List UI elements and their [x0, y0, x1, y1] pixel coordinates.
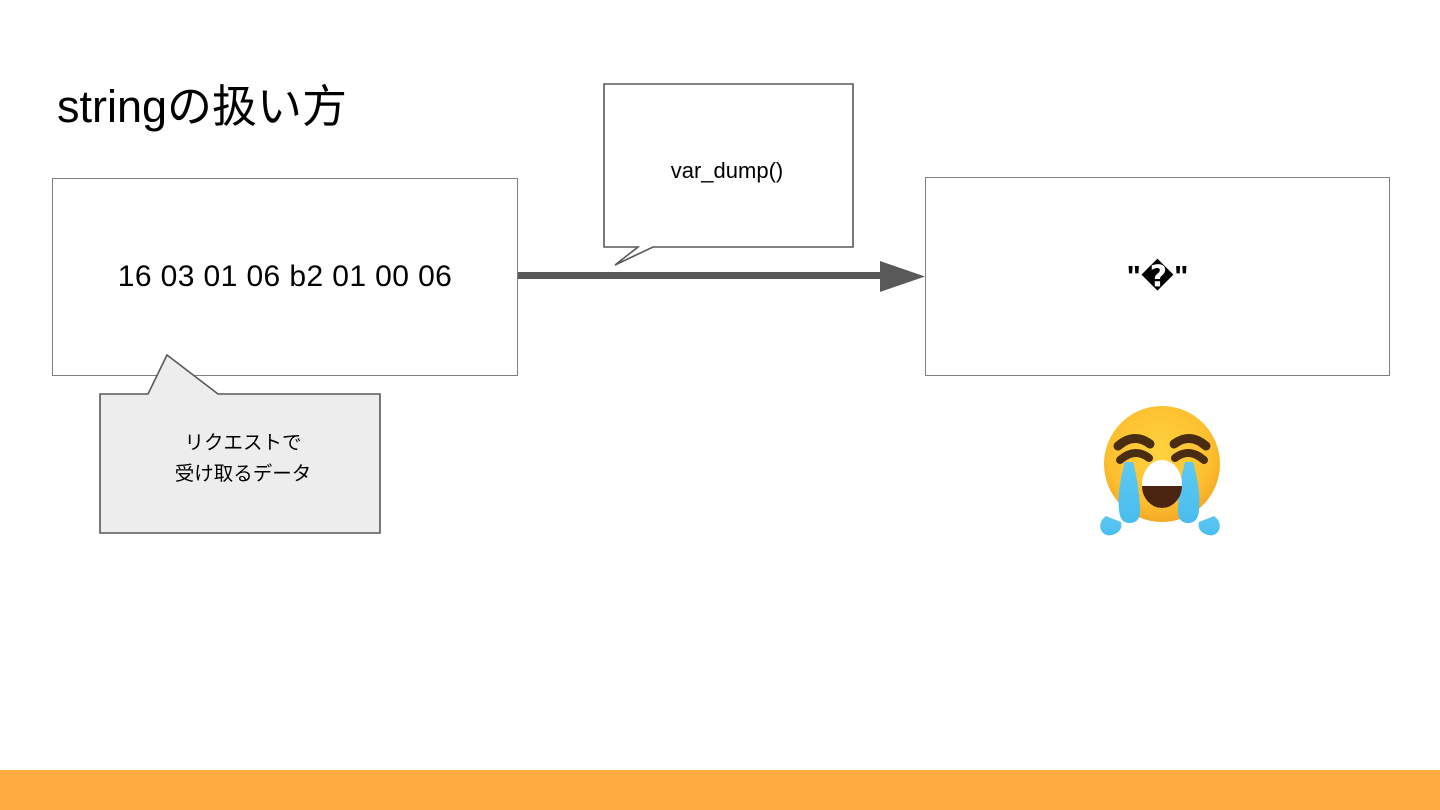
request-data-line-2: 受け取るデータ	[174, 463, 312, 486]
request-data-callout: リクエストで 受け取るデータ	[94, 348, 386, 540]
input-data-box: 16 03 01 06 b2 01 00 06	[52, 178, 518, 376]
speech-bubble-shape	[603, 83, 854, 266]
request-data-callout-text: リクエストで 受け取るデータ	[100, 428, 386, 490]
output-data-text: "�"	[1126, 260, 1189, 293]
page-title: stringの扱い方	[57, 81, 348, 132]
callout-shape	[99, 353, 381, 534]
var-dump-callout-label: var_dump()	[670, 158, 784, 183]
output-data-box: "�"	[925, 177, 1390, 376]
arrow-right-icon	[518, 261, 925, 292]
var-dump-callout: var_dump()	[598, 78, 866, 274]
request-data-line-1: リクエストで	[184, 432, 302, 454]
crying-face-icon	[1100, 406, 1220, 536]
input-data-text: 16 03 01 06 b2 01 00 06	[117, 260, 453, 293]
flow-arrow-right	[505, 245, 935, 310]
loudly-crying-face-emoji	[1092, 398, 1232, 538]
bottom-accent-bar	[0, 770, 1440, 810]
